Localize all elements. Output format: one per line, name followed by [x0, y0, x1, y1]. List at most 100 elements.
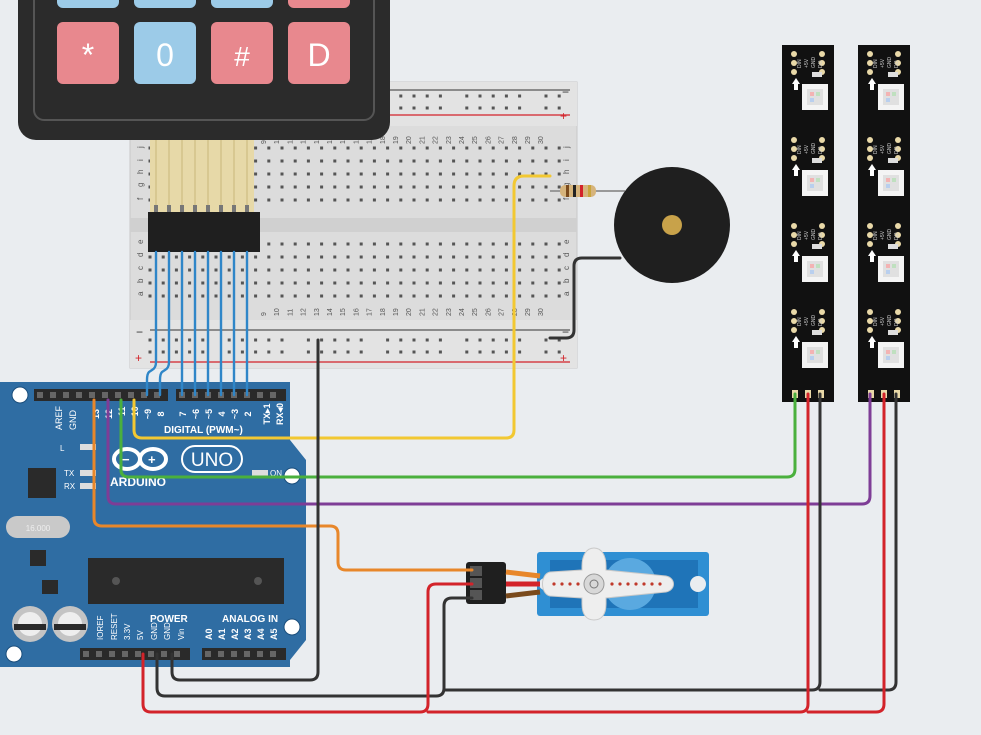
column-number-bottom: 10 [274, 308, 281, 316]
digital-pin-label: RX◂0 [275, 403, 285, 425]
strip-pad-label: DIN [797, 231, 803, 240]
strip-pad-label: GND [887, 57, 893, 69]
column-number-top: 26 [485, 136, 492, 144]
column-number-top: 27 [499, 136, 506, 144]
column-number-bottom: 27 [499, 308, 506, 316]
row-label: j [562, 146, 571, 149]
column-number-bottom: 24 [459, 308, 466, 316]
crystal [6, 516, 70, 538]
digital-pin-label: 8 [156, 411, 166, 416]
wire-purple [106, 392, 872, 506]
row-label: i [562, 159, 571, 161]
key-hash[interactable]: # [211, 22, 273, 84]
strip-pad-label: GND [811, 315, 817, 327]
row-label: f [562, 197, 571, 200]
strip-pad-label: DIN [797, 145, 803, 154]
analog-pin-label: A2 [230, 628, 240, 640]
column-number-top: 24 [459, 136, 466, 144]
column-number-top: 20 [406, 136, 413, 144]
column-number-bottom: 11 [287, 309, 294, 316]
l-led-label: L [60, 444, 65, 453]
analog-pin-label: A1 [217, 628, 227, 640]
keypad-ribbon-cable [148, 140, 260, 252]
digital-pin-label: ~3 [230, 409, 240, 419]
key-d[interactable]: D [288, 22, 350, 84]
direction-arrow-icon [868, 336, 876, 342]
direction-arrow-icon [792, 336, 800, 342]
rail-minus-label: − [562, 85, 569, 99]
strip-pad-label: +5V [880, 230, 886, 240]
resistor[interactable] [550, 185, 625, 197]
svg-text:D: D [307, 37, 330, 73]
key-0[interactable]: 0 [134, 22, 196, 84]
column-number-top: 12 [301, 136, 308, 144]
strip-pad-label: DIN [873, 231, 879, 240]
column-number-bottom: 22 [433, 308, 440, 316]
row-label: e [136, 239, 145, 244]
digital-pin-label: 7 [178, 411, 188, 416]
strip-pad-label: +5V [804, 58, 810, 68]
wire-black-strip1 [442, 392, 822, 692]
column-number-top: 9 [261, 140, 268, 144]
tx-led-label: TX [64, 469, 75, 478]
column-number-bottom: 17 [367, 308, 374, 316]
rail-minus-label-bottom-right: − [562, 325, 569, 339]
servo-horn[interactable] [542, 547, 674, 621]
column-number-top: 14 [327, 136, 334, 144]
column-number-bottom: 26 [485, 308, 492, 316]
digital-pin-label: 13 [91, 409, 101, 419]
column-number-bottom: 18 [380, 308, 387, 316]
keypad-header-connector [148, 212, 260, 252]
strip-pad-label: DO [894, 232, 900, 240]
column-number-bottom: 20 [406, 308, 413, 316]
keypad[interactable]: * 0 # D [18, 0, 390, 140]
row-label: e [562, 239, 571, 244]
power-pin-label: 3.3V [123, 623, 132, 640]
column-number-bottom: 25 [472, 308, 479, 316]
micro-servo[interactable] [466, 547, 709, 621]
row-label: b [136, 278, 145, 283]
strip-pad-label: DO [818, 318, 824, 326]
strip-pad-label: GND [811, 229, 817, 241]
digital-pin-label: ~5 [204, 409, 214, 419]
wire-red-5v [141, 582, 474, 714]
column-number-top: 11 [287, 137, 294, 144]
digital-pin-label: 2 [243, 411, 253, 416]
row-label: f [136, 197, 145, 200]
rx-led-label: RX [64, 482, 76, 491]
column-number-top: 29 [525, 136, 532, 144]
digital-pin-label: ~6 [191, 409, 201, 419]
power-pin-label: IOREF [96, 615, 105, 640]
power-label: POWER [150, 614, 189, 625]
direction-arrow-icon [792, 164, 800, 170]
key-star[interactable]: * [57, 22, 119, 84]
strip-pad-label: GND [887, 143, 893, 155]
wires[interactable] [92, 174, 898, 714]
usb-chip [28, 468, 56, 498]
analog-pin-label: A0 [204, 628, 214, 640]
row-label: d [562, 253, 571, 257]
row-label: h [136, 170, 145, 174]
wire-black-piezo [548, 256, 622, 340]
strip-pad-label: +5V [880, 144, 886, 154]
column-number-top: 28 [512, 136, 519, 144]
strip-pad-label: +5V [804, 144, 810, 154]
row-label: h [562, 170, 571, 174]
power-pin-label: RESET [110, 613, 119, 640]
column-number-bottom: 14 [327, 308, 334, 316]
row-label: a [562, 291, 571, 296]
column-number-top: 13 [314, 136, 321, 144]
wire-black-strip2 [818, 392, 898, 692]
svg-text:*: * [82, 37, 94, 73]
analog-in-label: ANALOG IN [222, 614, 278, 625]
row-label: j [136, 146, 145, 149]
row-label: c [562, 266, 571, 270]
capacitor-right [52, 606, 88, 642]
power-pin-label: GND [150, 622, 159, 640]
piezo-buzzer[interactable] [614, 167, 730, 283]
column-number-top: 19 [393, 136, 400, 144]
column-number-bottom: 19 [393, 308, 400, 316]
